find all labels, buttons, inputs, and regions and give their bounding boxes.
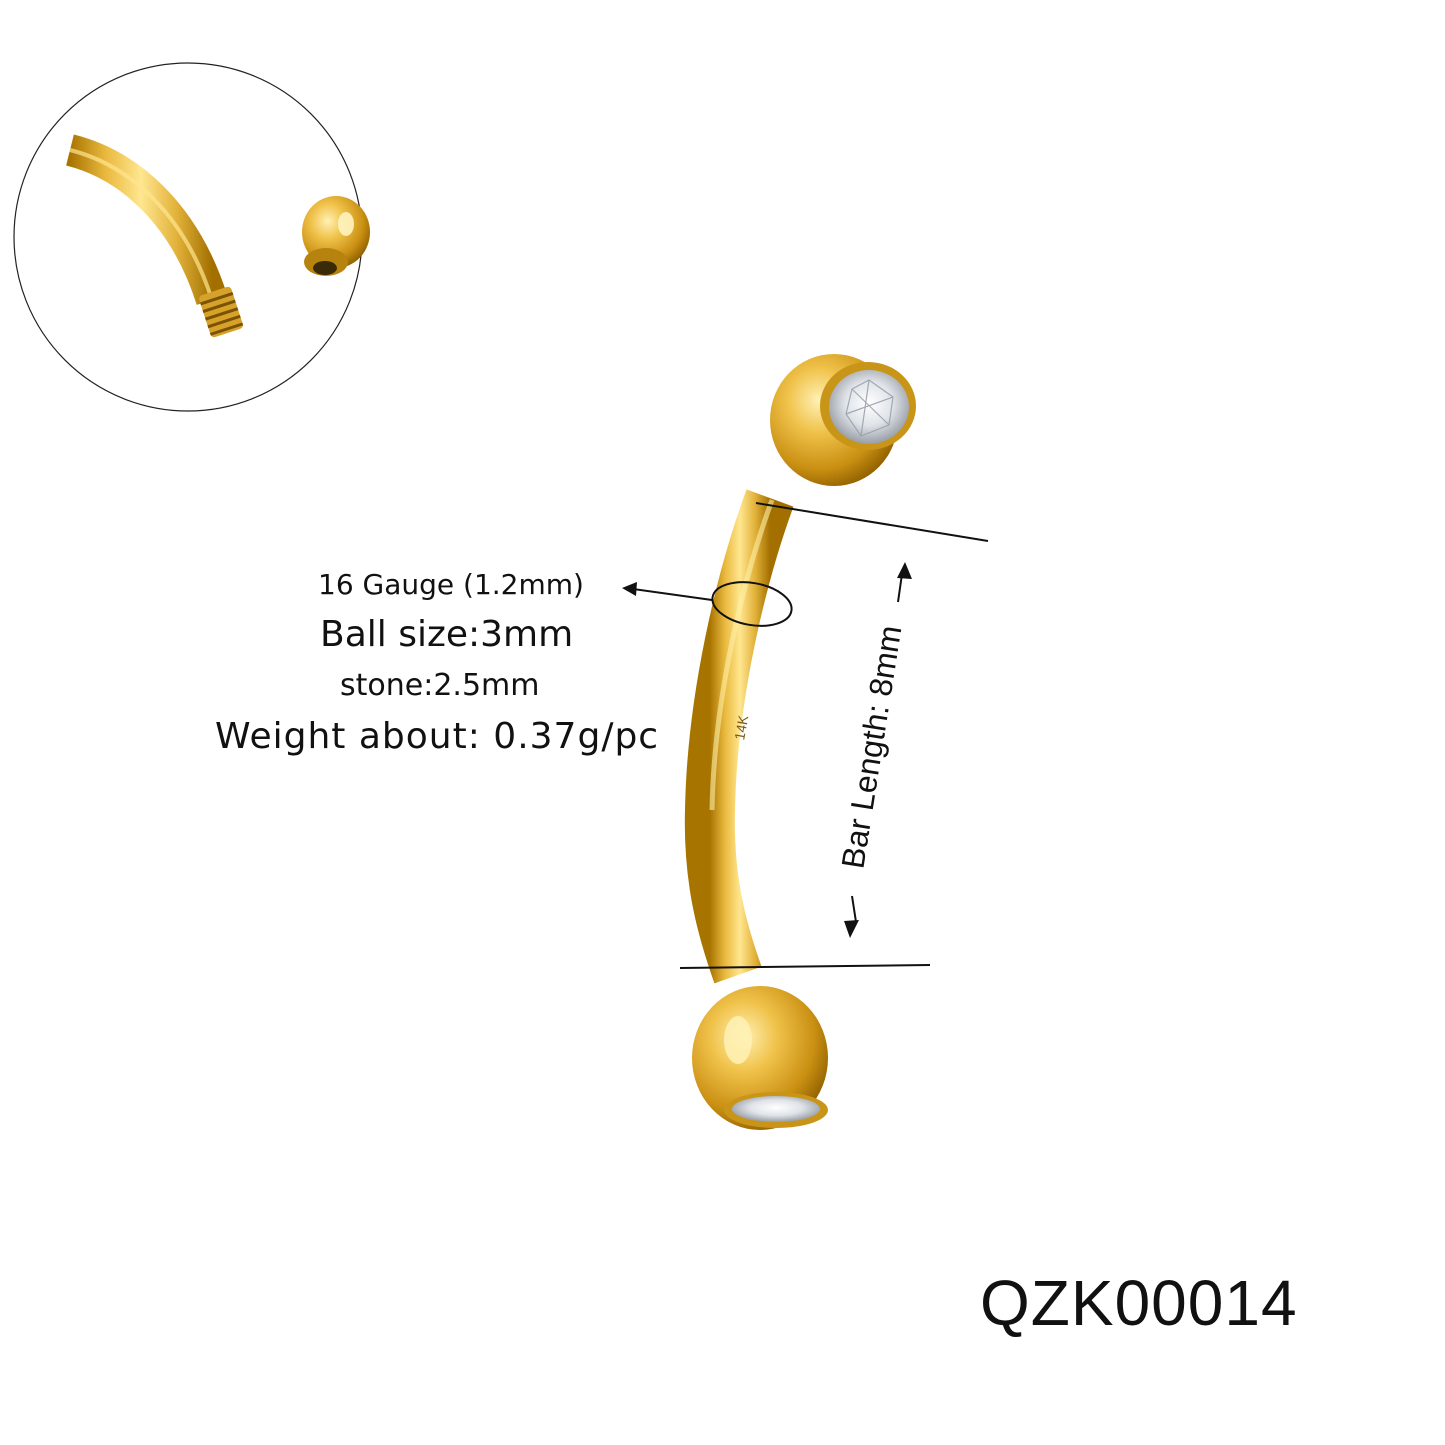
ball-size-spec: Ball size:3mm [320, 614, 574, 655]
arrow-icon [622, 562, 912, 938]
down-arrow-icon [844, 920, 859, 938]
stone-spec: stone:2.5mm [340, 668, 540, 703]
inset-detail [13, 62, 370, 412]
product-code: QZK00014 [980, 1267, 1298, 1339]
gauge-spec: 16 Gauge (1.2mm) [318, 568, 584, 601]
inset-thread-icon [199, 286, 244, 338]
gauge-arrow-icon [622, 582, 637, 596]
bottom-stone [732, 1096, 820, 1122]
inset-ball-icon [302, 196, 370, 276]
gauge-circle [711, 581, 793, 627]
top-measure-line [755, 502, 989, 542]
up-arrow-icon [897, 562, 912, 579]
top-ball [770, 354, 916, 486]
gauge-pointer-line [632, 588, 713, 601]
engraving: 14K [731, 713, 751, 741]
barbell-image: 14K [684, 354, 916, 1130]
bottom-ball [692, 986, 828, 1130]
measurement-lines [632, 502, 989, 969]
weight-spec: Weight about: 0.37g/pc [215, 716, 660, 757]
bottom-measure-line [679, 964, 931, 969]
